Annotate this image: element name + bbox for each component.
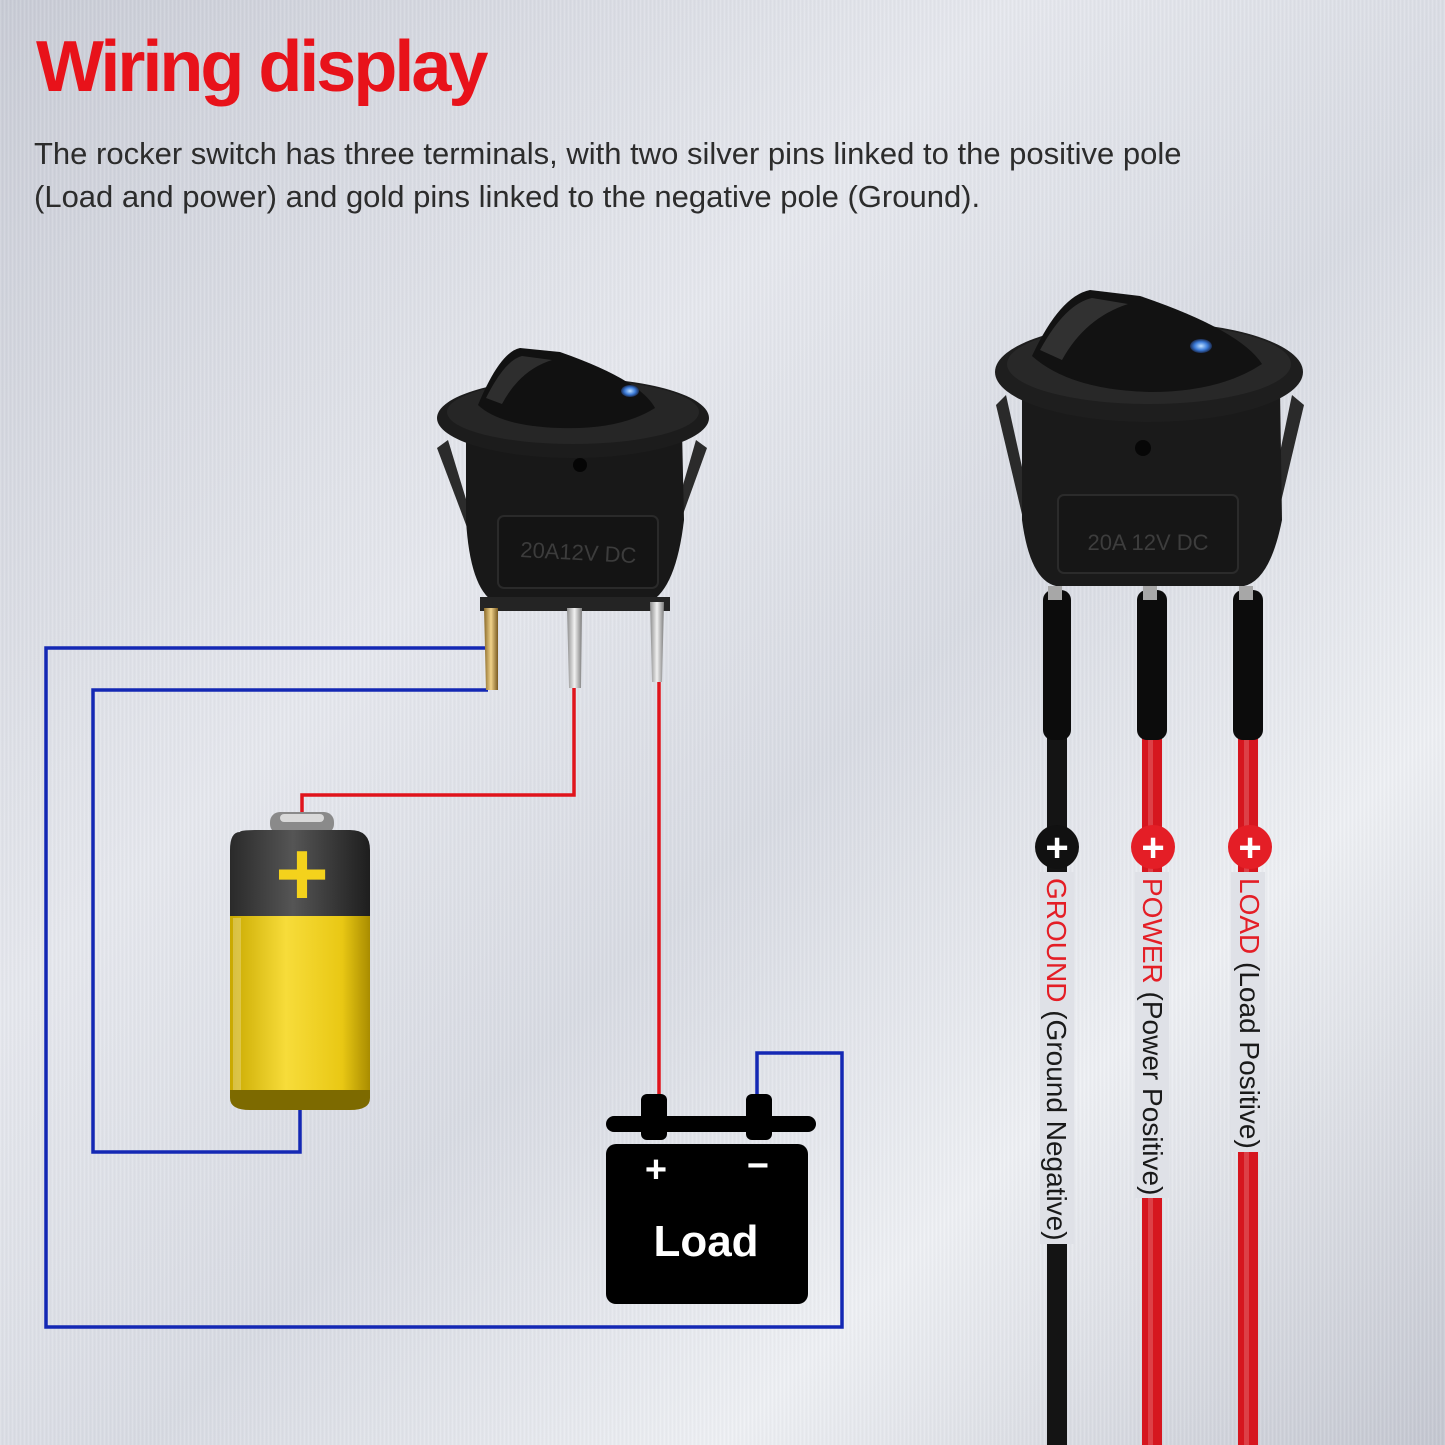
power-label: POWER (Power Positive) [1137, 878, 1168, 1195]
load-label-name: LOAD [1234, 878, 1265, 954]
battery-plus-symbol: + [275, 823, 329, 925]
power-badge: + [1131, 825, 1175, 870]
ground-plus-symbol: + [1045, 826, 1068, 870]
power-plus-symbol: + [1141, 826, 1164, 870]
small-rocker-switch: 20A12V DC [437, 348, 709, 690]
ground-badge: + [1035, 825, 1079, 870]
load-label: Load [653, 1217, 758, 1266]
load-box: + − Load [606, 1094, 816, 1304]
blue-wire-ground-loop [44, 646, 844, 1329]
gold-pin [484, 608, 498, 690]
ground-label-name: GROUND [1041, 878, 1072, 1002]
power-label-name: POWER [1137, 878, 1168, 984]
description-text: The rocker switch has three terminals, w… [34, 136, 1182, 214]
load-plus-symbol-badge: + [1238, 826, 1261, 870]
load-badge: + [1228, 825, 1272, 870]
battery: + [230, 812, 370, 1110]
small-switch-rating: 20A12V DC [520, 537, 637, 568]
large-switch-rating: 20A 12V DC [1087, 530, 1208, 555]
power-label-desc: (Power Positive) [1137, 984, 1168, 1196]
load-label-desc: (Load Positive) [1234, 954, 1265, 1149]
large-rocker-switch: 20A 12V DC [995, 290, 1304, 586]
red-wire-power-load [300, 682, 661, 1100]
ground-label-desc: (Ground Negative) [1041, 1002, 1072, 1240]
ground-label: GROUND (Ground Negative) [1041, 878, 1072, 1241]
load-minus-symbol: − [747, 1145, 769, 1187]
silver-pin-power [567, 608, 582, 688]
load-label-vertical: LOAD (Load Positive) [1234, 878, 1265, 1149]
page-title: Wiring display [36, 27, 488, 107]
load-plus-symbol: + [645, 1149, 667, 1191]
silver-pin-load [650, 602, 664, 682]
